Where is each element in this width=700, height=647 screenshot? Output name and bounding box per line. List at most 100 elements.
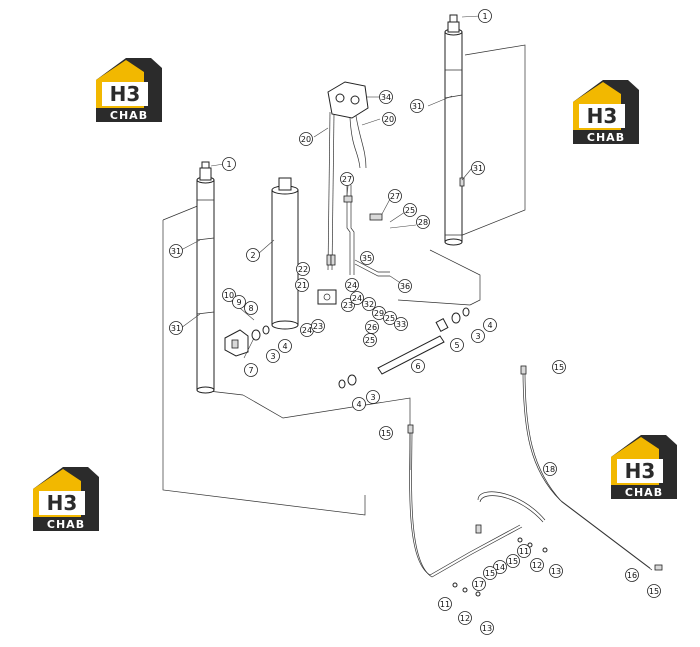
callout-number: 31 (171, 324, 181, 333)
callout-number: 7 (248, 366, 253, 375)
callout-15: 15 (506, 554, 520, 568)
callout-number: 33 (396, 320, 406, 329)
callout-15: 15 (483, 566, 497, 580)
callout-12: 12 (530, 558, 544, 572)
callout-number: 12 (532, 561, 542, 570)
callout-number: 20 (384, 115, 394, 124)
callout-number: 3 (370, 393, 375, 402)
callout-number: 24 (302, 326, 312, 335)
fittings-left (251, 325, 270, 341)
callout-12: 12 (458, 611, 472, 625)
callout-20: 20 (299, 132, 313, 146)
callout-31: 31 (169, 244, 183, 258)
callout-11: 11 (517, 544, 531, 558)
callout-17: 17 (472, 577, 486, 591)
cables (407, 365, 663, 578)
callout-number: 11 (440, 600, 450, 609)
callout-7: 7 (244, 363, 258, 377)
callout-4: 4 (483, 318, 497, 332)
callout-number: 15 (485, 569, 495, 578)
callout-15: 15 (647, 584, 661, 598)
cable-hardware (452, 537, 548, 597)
callout-number: 8 (248, 304, 253, 313)
callout-1: 1 (222, 157, 236, 171)
callout-number: 27 (390, 192, 400, 201)
callout-2: 2 (246, 248, 260, 262)
logo-name: CHAB (625, 486, 663, 499)
callout-3: 3 (366, 390, 380, 404)
callout-5: 5 (450, 338, 464, 352)
callout-number: 15 (554, 363, 564, 372)
middle-cylinder-tube (271, 177, 299, 330)
callout-6: 6 (411, 359, 425, 373)
callout-number: 3 (270, 352, 275, 361)
callout-number: 36 (400, 282, 410, 291)
callout-number: 20 (301, 135, 311, 144)
callout-21: 21 (295, 278, 309, 292)
callout-number: 17 (474, 580, 484, 589)
assembly-boundary-lines (162, 44, 526, 516)
callout-24: 24 (345, 278, 359, 292)
callout-number: 25 (365, 336, 375, 345)
callout-number: 32 (364, 300, 374, 309)
callout-number: 3 (475, 332, 480, 341)
callout-13: 13 (480, 621, 494, 635)
callout-36: 36 (398, 279, 412, 293)
callout-10: 10 (222, 288, 236, 302)
callout-31: 31 (471, 161, 485, 175)
callout-8: 8 (244, 301, 258, 315)
left-hydraulic-cylinder (196, 161, 215, 394)
callout-27: 27 (340, 172, 354, 186)
callout-number: 13 (482, 624, 492, 633)
mounting-bracket (224, 329, 249, 357)
bent-pipe-assembly (343, 185, 390, 277)
callout-28: 28 (416, 215, 430, 229)
logo-name: CHAB (587, 131, 625, 144)
callout-number: 24 (352, 294, 362, 303)
callout-15: 15 (552, 360, 566, 374)
callout-31: 31 (410, 99, 424, 113)
callout-number: 23 (313, 322, 323, 331)
callout-number: 31 (412, 102, 422, 111)
callout-number: 14 (495, 563, 505, 572)
callout-25: 25 (403, 203, 417, 217)
callout-number: 9 (236, 298, 241, 307)
callout-number: 28 (418, 218, 428, 227)
logo-mark: H3 (110, 82, 141, 106)
callout-number: 10 (224, 291, 234, 300)
callout-13: 13 (549, 564, 563, 578)
callout-number: 24 (347, 281, 357, 290)
callout-number: 18 (545, 465, 555, 474)
callout-number: 25 (385, 314, 395, 323)
callout-number: 34 (381, 93, 391, 102)
callout-31: 31 (169, 321, 183, 335)
callout-number: 5 (454, 341, 459, 350)
callout-number: 1 (482, 12, 487, 21)
callout-number: 25 (405, 206, 415, 215)
horizontal-tube (377, 307, 470, 375)
callout-number: 15 (508, 557, 518, 566)
leader-lines (180, 15, 481, 359)
logo-name: CHAB (110, 109, 148, 122)
callout-25: 25 (383, 311, 397, 325)
callout-number: 26 (367, 323, 377, 332)
callout-4: 4 (352, 397, 366, 411)
callout-number: 29 (374, 309, 384, 318)
callout-15: 15 (379, 426, 393, 440)
callout-number: 13 (551, 567, 561, 576)
callout-27: 27 (388, 189, 402, 203)
callout-number: 4 (356, 400, 361, 409)
callout-24: 24 (350, 291, 364, 305)
callout-number: 21 (297, 281, 307, 290)
callout-number: 31 (473, 164, 483, 173)
tee-fitting-block (317, 289, 337, 305)
callout-33: 33 (394, 317, 408, 331)
logo-mark: H3 (587, 104, 618, 128)
callout-14: 14 (493, 560, 507, 574)
callout-32: 32 (362, 297, 376, 311)
callout-20: 20 (382, 112, 396, 126)
